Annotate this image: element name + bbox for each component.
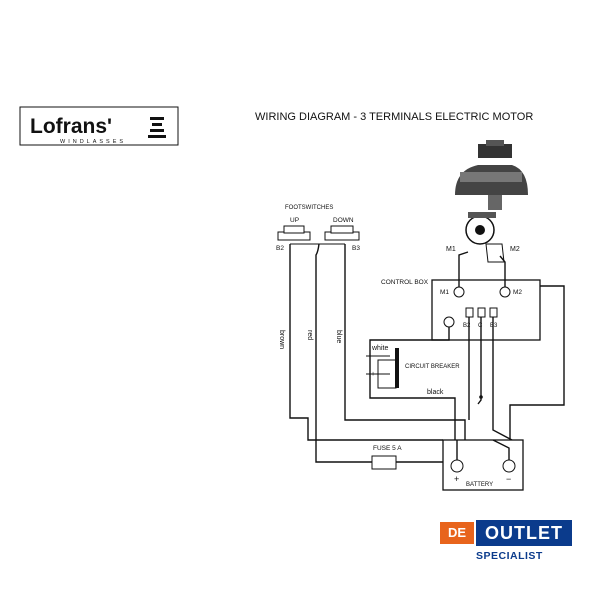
c-terminal-wire [477,317,482,405]
control-box-m2-label: M2 [513,289,522,296]
fuse-label: FUSE 5 A [373,445,402,452]
footswitch-up-icon[interactable] [277,225,311,241]
logo-emblem-icon [148,117,166,138]
battery-negative-lead [492,439,510,460]
circuit-breaker-plus: + [371,371,375,378]
control-box-m1-label: M1 [440,289,449,296]
control-box-negative-wire [509,285,565,440]
m2-wire [499,255,506,287]
white-wire-label: white [371,345,388,352]
control-box-b3-label: B3 [490,323,498,329]
badge-specialist: SPECIALIST [476,550,543,562]
red-wire [315,243,372,463]
lofrans-logo: Lofrans' WINDLASSES [19,106,179,146]
circuit-breaker-label: CIRCUIT BREAKER [405,364,460,370]
diagram-title: WIRING DIAGRAM - 3 TERMINALS ELECTRIC MO… [255,111,533,123]
windlass-icon [455,140,528,263]
black-wire-label: black [427,389,444,396]
badge-de: DE [440,522,474,544]
blue-wire [344,244,466,440]
footswitches-label: FOOTSWITCHES [285,205,333,211]
battery-label: BATTERY [466,482,493,488]
outlet-specialist-badge: DE OUTLET SPECIALIST [440,520,578,568]
blue-wire-label: blue [335,330,342,343]
control-box-label: CONTROL BOX [381,279,429,286]
footswitch-up-label: UP [290,217,299,224]
b3-terminal-wire [492,317,513,441]
brown-wire [289,244,443,441]
battery-minus: − [506,474,511,484]
badge-outlet: OUTLET [476,520,572,546]
footswitch-b2-label: B2 [276,245,284,252]
footswitch-down-icon[interactable] [324,225,360,241]
control-box [431,279,541,341]
footswitch-b3-label: B3 [352,245,360,252]
red-wire-label: red [306,330,313,340]
m1-wire [458,251,469,287]
control-box-positive-wire [369,327,456,440]
battery-plus: + [454,474,459,484]
footswitch-down-label: DOWN [333,217,354,224]
circuit-breaker-icon[interactable] [366,348,399,389]
fuse-icon [371,455,397,470]
logo-brand: Lofrans' [30,115,112,138]
motor-m2-label: M2 [510,246,520,253]
motor-m1-label: M1 [446,246,456,253]
brown-wire-label: brown [278,330,285,349]
control-box-b2-label: B2 [463,323,471,329]
logo-subtitle: WINDLASSES [60,139,126,145]
